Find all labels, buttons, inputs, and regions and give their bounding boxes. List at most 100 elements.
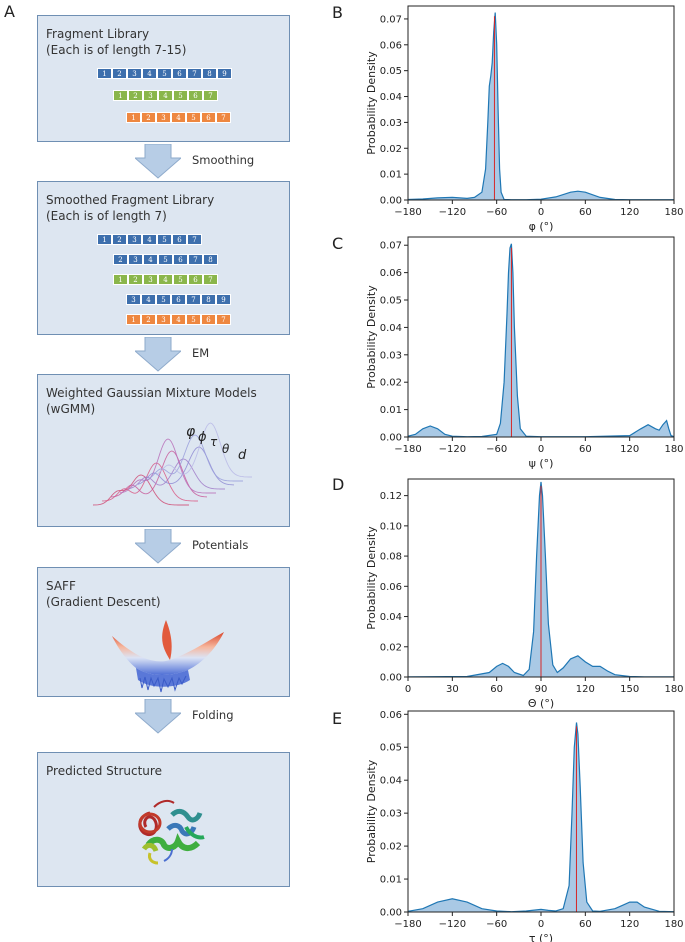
y-axis-label: Probability Density [365,759,378,863]
down-arrow-em [135,337,181,372]
greek-symbol: φ [186,424,196,440]
box-subtitle: (wGMM) [46,402,96,416]
fragment-cell: 8 [203,254,218,265]
x-tick-label: 150 [620,684,639,695]
fragment-cell: 5 [156,294,171,305]
y-tick-label: 0.00 [380,908,402,919]
box-title: Predicted Structure [46,764,162,778]
x-tick-label: 180 [664,684,683,695]
plot-frame [407,236,675,438]
fragment-cell: 7 [187,68,202,79]
x-tick-label: 120 [620,444,639,455]
fragment-cell: 7 [203,90,218,101]
box-subtitle: (Gradient Descent) [46,595,161,609]
fragment-cell: 6 [188,274,203,285]
arrow-label-folding: Folding [192,708,234,722]
fragment-cell: 9 [217,68,232,79]
x-tick-label: 0 [405,684,411,695]
x-tick-label: −60 [486,444,507,455]
x-tick-label: 180 [664,444,683,455]
fragment-cell: 7 [216,112,231,123]
y-tick-label: 0.07 [380,14,402,25]
density-line [407,12,674,201]
panel-label-b: B [332,3,343,22]
density-area [408,12,674,200]
y-tick-label: 0.01 [380,405,402,416]
gaussian-curve [102,462,198,502]
y-tick-label: 0.05 [380,296,402,307]
x-tick-label: 60 [579,207,592,218]
x-axis-label: φ (°) [529,220,554,233]
y-tick-label: 0.01 [380,875,402,886]
fragment-cell: 5 [158,254,173,265]
y-tick-label: 0.00 [380,433,402,444]
y-tick-label: 0.02 [380,642,402,653]
gaussian-curve [92,474,189,506]
y-tick-label: 0.01 [380,170,402,181]
y-tick-label: 0.00 [380,673,402,684]
fragment-cell: 4 [142,68,157,79]
fragment-cell: 7 [216,314,231,325]
x-tick-label: −120 [439,207,466,218]
x-tick-label: 120 [576,684,595,695]
x-tick-label: 120 [620,919,639,930]
gaussian-curve [119,438,216,494]
fragment-cell: 7 [188,254,203,265]
greek-symbol: τ [210,435,218,449]
density-line [407,722,675,913]
plot-frame [407,478,675,678]
fragment-cell: 6 [172,68,187,79]
y-tick-label: 0.04 [380,323,402,334]
fragment-cell: 6 [171,294,186,305]
fragment-cell: 2 [128,274,143,285]
greek-symbol: d [238,448,247,463]
down-arrow-smoothing [135,144,181,179]
fragment-cell: 3 [143,274,158,285]
box-title: Smoothed Fragment Library [46,193,215,207]
fragment-cell: 5 [157,234,172,245]
fragment-cell: 7 [203,274,218,285]
fragment-library-box: Fragment Library (Each is of length 7-15… [37,15,290,142]
fragment-cell: 1 [126,112,141,123]
greek-symbol: ϕ [198,430,207,445]
fragment-cell: 2 [112,234,127,245]
fragment-cell: 4 [158,274,173,285]
y-axis-label: Probability Density [365,526,378,630]
fragment-cell: 1 [113,274,128,285]
predicted-structure-box: Predicted Structure [37,752,290,887]
plot-frame [407,710,675,913]
fragment-cell: 4 [171,314,186,325]
x-tick-label: 0 [538,919,544,930]
fragment-cell: 5 [173,274,188,285]
y-tick-label: 0.02 [380,842,402,853]
fragment-cell: 2 [128,90,143,101]
fragment-cell: 2 [112,68,127,79]
fragment-cell: 3 [127,234,142,245]
y-tick-label: 0.03 [380,118,402,129]
y-axis-label: Probability Density [365,285,378,389]
density-area [408,243,674,437]
x-axis-label: Θ (°) [528,697,554,710]
box-title: Fragment Library [46,27,150,41]
panel-label-e: E [332,709,343,728]
density-area [408,482,674,677]
y-tick-label: 0.06 [380,710,402,721]
x-tick-label: 60 [579,919,592,930]
density-line [407,481,674,678]
arrow-label-em: EM [192,346,210,360]
y-tick-label: 0.04 [380,776,402,787]
y-tick-label: 0.04 [380,92,402,103]
x-tick-label: 0 [538,444,544,455]
fragment-cell: 8 [201,294,216,305]
fragment-cell: 5 [186,314,201,325]
y-axis-label: Probability Density [365,51,378,155]
y-tick-label: 0.07 [380,241,402,252]
energy-surface-illustration [112,620,224,693]
panel-label-c: C [332,234,344,253]
wgmm-box: Weighted Gaussian Mixture Models (wGMM) … [37,374,290,527]
x-tick-label: −60 [486,919,507,930]
down-arrow-folding [135,699,181,734]
arrow-label-potentials: Potentials [192,538,249,552]
fragment-cell: 2 [113,254,128,265]
